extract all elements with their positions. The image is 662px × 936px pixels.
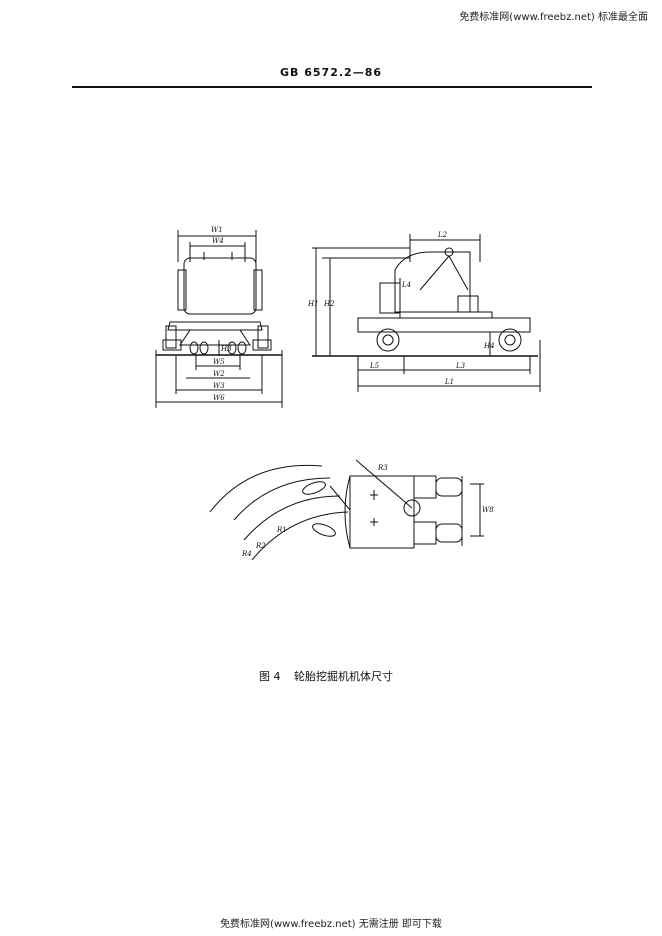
header-rule: [72, 86, 592, 88]
label-h3: H3: [220, 345, 232, 353]
figure-caption: 图 4 轮胎挖掘机机体尺寸: [0, 668, 662, 684]
label-h1: H1: [307, 300, 319, 308]
front-view: [155, 230, 283, 408]
standard-number: GB 6572.2—86: [280, 66, 382, 79]
side-view: [312, 234, 541, 392]
top-view: [209, 459, 484, 561]
label-w4: W4: [212, 237, 224, 245]
label-r4: R4: [241, 550, 252, 558]
label-l3: L3: [455, 362, 466, 370]
label-r2: R2: [255, 542, 266, 550]
label-h2: H2: [323, 300, 335, 308]
label-l4: L4: [401, 281, 411, 289]
top-view-labels: R3 R1 R2 R4 W8: [241, 464, 494, 558]
label-l2: L2: [437, 231, 448, 239]
label-w8: W8: [482, 506, 494, 514]
label-r3: R3: [377, 464, 388, 472]
label-w2: W2: [213, 370, 225, 378]
excavator-dimension-figure: W1 W4 W5 W2 W3 W6 H3: [155, 226, 541, 561]
figure-title: 轮胎挖掘机机体尺寸: [294, 670, 393, 683]
site-footer: 免费标准网(www.freebz.net) 无需注册 即可下载: [220, 919, 442, 930]
label-l5: L5: [369, 362, 380, 370]
label-w3: W3: [213, 382, 225, 390]
figure-number: 图 4: [259, 670, 281, 683]
label-w5: W5: [213, 358, 225, 366]
label-w6: W6: [213, 394, 225, 402]
label-l1: L1: [444, 378, 454, 386]
site-banner: 免费标准网(www.freebz.net) 标准最全面: [459, 12, 648, 23]
front-view-labels: W1 W4 W5 W2 W3 W6 H3: [211, 226, 232, 402]
label-r1: R1: [276, 526, 287, 534]
label-h4: H4: [483, 342, 495, 350]
side-view-labels: L2 L4 H1 H2 H4 L5 L3 L1: [307, 231, 495, 386]
label-w1: W1: [211, 226, 223, 234]
